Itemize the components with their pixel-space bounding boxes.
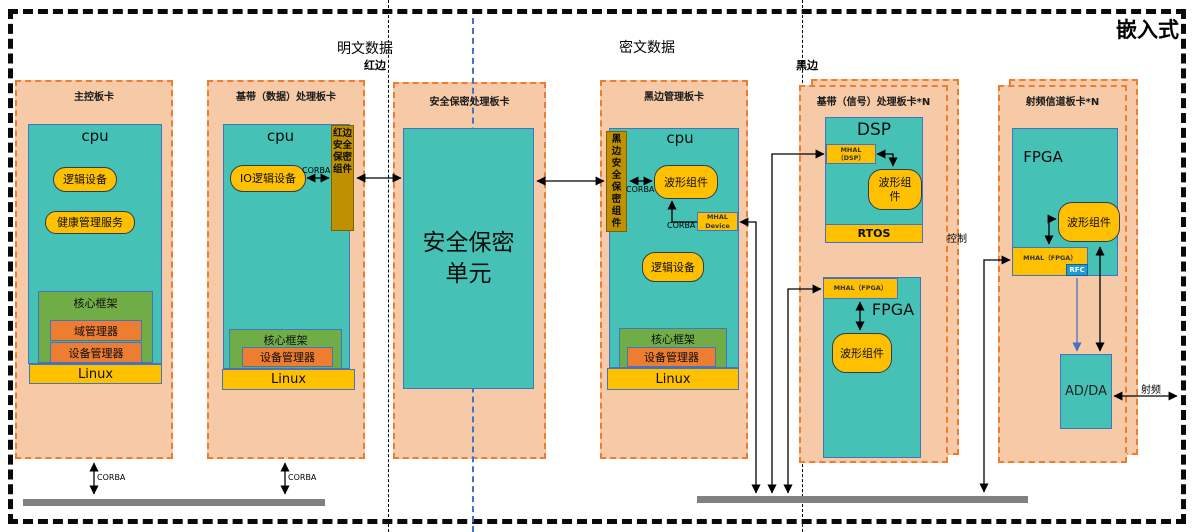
control-label: 控制 <box>947 234 967 245</box>
board-baseband-signal-title: 基带（信号）处理板卡*N <box>816 97 931 108</box>
io-logic-device: IO逻辑设备 <box>230 165 306 192</box>
adda-label: AD/DA <box>1065 384 1107 399</box>
rtos-bar: RTOS <box>825 224 923 243</box>
black-security-component: 黑边安全保密组件 <box>606 131 627 232</box>
baseband-core-framework-label: 核心框架 <box>263 334 308 347</box>
dsp-label: DSP <box>856 120 892 140</box>
security-unit-box: 安全保密 单元 <box>403 128 534 389</box>
plaintext-data-label: 明文数据 <box>337 41 393 57</box>
black-device-manager: 设备管理器 <box>627 347 716 367</box>
main-corba-label: CORBA <box>97 473 126 482</box>
baseband-cpu-box <box>223 124 350 369</box>
rf-fpga-label: FPGA <box>1023 148 1063 166</box>
black-waveform-component: 波形组件 <box>654 165 718 199</box>
rf-waveform-component: 波形组件 <box>1058 202 1120 242</box>
main-domain-manager: 域管理器 <box>50 320 142 341</box>
black-logic-device: 逻辑设备 <box>642 252 704 282</box>
main-cpu-label: cpu <box>81 127 109 145</box>
mhal-dsp-box: MHAL （DSP） <box>826 144 876 164</box>
red-black-boundary-line-1 <box>388 0 389 532</box>
black-corba-mid-label: CORBA <box>667 221 696 230</box>
embedded-system-label: 嵌入式 <box>1116 18 1179 42</box>
embedded-system-frame <box>8 9 1186 524</box>
main-core-framework-label: 核心框架 <box>73 297 118 310</box>
board-rf-channel-title: 射频信道板卡*N <box>1025 97 1100 108</box>
baseband-corba-small-label: CORBA <box>302 166 331 175</box>
board-security-title: 安全保密处理板卡 <box>429 97 510 108</box>
black-corba-left-label: CORBA <box>626 185 655 194</box>
main-logic-device: 逻辑设备 <box>53 167 117 192</box>
baseband-device-manager: 设备管理器 <box>242 347 333 367</box>
signal-mhal-fpga-box: MHAL（FPGA） <box>823 278 898 299</box>
baseband-cpu-label: cpu <box>266 127 295 145</box>
adda-box: AD/DA <box>1060 354 1112 429</box>
main-device-manager: 设备管理器 <box>50 342 142 363</box>
main-health-service: 健康管理服务 <box>45 211 135 234</box>
red-side-bus <box>23 499 325 506</box>
baseband-corba-label: CORBA <box>288 473 317 482</box>
red-edge-label: 红边 <box>364 59 386 72</box>
black-cpu-label: cpu <box>666 129 694 147</box>
signal-fpga-label: FPGA <box>871 300 915 319</box>
main-os-linux: Linux <box>29 364 162 384</box>
rfc-box: RFC <box>1066 264 1088 276</box>
black-os-linux: Linux <box>607 368 739 390</box>
black-side-bus <box>697 496 1028 503</box>
black-core-framework-label: 核心框架 <box>651 333 695 346</box>
black-edge-label: 黑边 <box>796 59 818 72</box>
security-unit-label: 安全保密 单元 <box>422 229 515 287</box>
signal-waveform-component: 波形组件 <box>832 333 892 373</box>
ciphertext-data-label: 密文数据 <box>619 40 675 56</box>
rf-mhal-fpga-label: MHAL（FPGA） <box>1023 254 1077 262</box>
mhal-device-box: MHAL Device <box>697 212 738 231</box>
dsp-waveform-component: 波形组 件 <box>868 169 922 210</box>
board-main-control-title: 主控板卡 <box>74 92 114 103</box>
board-baseband-data-title: 基带（数据）处理板卡 <box>236 92 336 103</box>
baseband-os-linux: Linux <box>222 369 355 390</box>
red-security-component: 红边安全保密组件 <box>331 125 354 231</box>
board-black-mgmt-title: 黑边管理板卡 <box>644 92 704 103</box>
rf-label: 射频 <box>1141 385 1161 396</box>
